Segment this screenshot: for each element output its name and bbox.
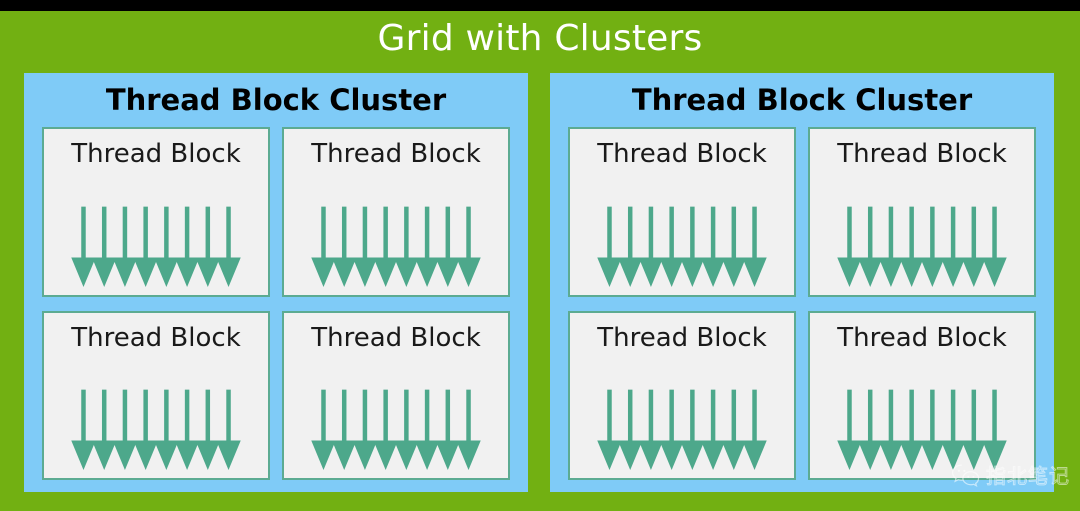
top-black-bar bbox=[0, 0, 1080, 11]
thread-block-label: Thread Block bbox=[837, 139, 1007, 169]
thread-block: Thread Block bbox=[42, 127, 270, 297]
thread-block-cluster-right: Thread Block Cluster Thread Block Thread… bbox=[550, 73, 1054, 492]
cluster-title: Thread Block Cluster bbox=[105, 83, 447, 117]
thread-arrows bbox=[284, 205, 508, 287]
thread-block-label: Thread Block bbox=[71, 139, 241, 169]
thread-block-label: Thread Block bbox=[597, 139, 767, 169]
thread-block: Thread Block bbox=[808, 310, 1036, 480]
thread-block-label: Thread Block bbox=[71, 322, 241, 353]
thread-block-cluster-left: Thread Block Cluster Thread Block Thread… bbox=[24, 73, 528, 492]
thread-arrows bbox=[570, 205, 794, 287]
thread-block: Thread Block bbox=[568, 310, 796, 480]
thread-block-label: Thread Block bbox=[597, 322, 767, 353]
thread-block: Thread Block bbox=[42, 310, 270, 480]
thread-block: Thread Block bbox=[282, 127, 510, 297]
thread-arrows bbox=[284, 388, 508, 470]
cluster-title: Thread Block Cluster bbox=[631, 83, 973, 117]
thread-blocks-grid: Thread Block Thread Block Thread Block T… bbox=[568, 127, 1036, 480]
thread-block-label: Thread Block bbox=[311, 322, 481, 353]
thread-arrows bbox=[810, 205, 1034, 287]
thread-arrows bbox=[570, 388, 794, 470]
thread-block-label: Thread Block bbox=[311, 139, 481, 169]
thread-block-label: Thread Block bbox=[837, 322, 1007, 353]
thread-blocks-grid: Thread Block Thread Block Thread Block T… bbox=[42, 127, 510, 480]
thread-block: Thread Block bbox=[568, 127, 796, 297]
thread-arrows bbox=[44, 205, 268, 287]
thread-block: Thread Block bbox=[808, 127, 1036, 297]
thread-block: Thread Block bbox=[282, 310, 510, 480]
page-title: Grid with Clusters bbox=[377, 18, 703, 59]
thread-arrows bbox=[44, 388, 268, 470]
thread-arrows bbox=[810, 388, 1034, 470]
